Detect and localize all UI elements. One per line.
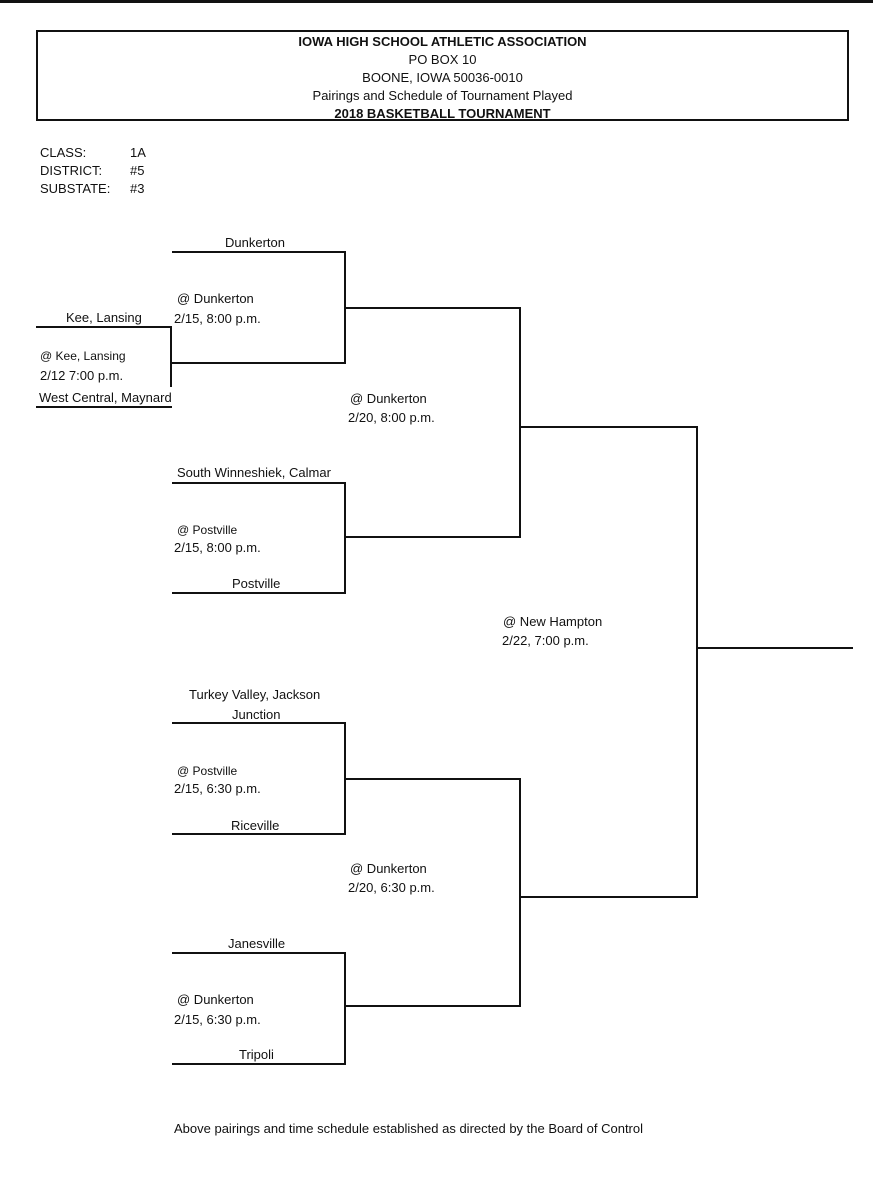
r1a-site: @ Dunkerton <box>177 291 254 306</box>
team-west-central: West Central, Maynard <box>39 390 172 405</box>
r1b-site: @ Postville <box>177 523 238 537</box>
bracket-line <box>696 647 853 649</box>
bracket-line <box>344 536 521 538</box>
class-label: CLASS: <box>40 145 87 160</box>
bracket-line <box>519 896 698 898</box>
city-line: BOONE, IOWA 50036-0010 <box>362 70 523 85</box>
bracket-line <box>172 482 346 484</box>
org-name: IOWA HIGH SCHOOL ATHLETIC ASSOCIATION <box>298 34 587 49</box>
bracket-line <box>519 778 521 1007</box>
document-header: IOWA HIGH SCHOOL ATHLETIC ASSOCIATION PO… <box>36 30 849 121</box>
bracket-line <box>172 833 346 835</box>
team-dunkerton: Dunkerton <box>225 235 285 250</box>
district-label: DISTRICT: <box>40 163 103 178</box>
top-rule <box>0 0 873 3</box>
semi-top-site: @ Dunkerton <box>350 391 427 406</box>
bracket-line <box>172 362 346 364</box>
bracket-line <box>172 592 346 594</box>
semi-top-time: 2/20, 8:00 p.m. <box>348 410 435 425</box>
bracket-line <box>172 722 346 724</box>
team-kee-lansing: Kee, Lansing <box>66 310 142 325</box>
team-turkey-valley-line2: Junction <box>232 707 281 722</box>
team-janesville: Janesville <box>228 936 286 951</box>
bracket-line <box>172 251 346 253</box>
team-riceville: Riceville <box>231 818 280 833</box>
bracket-line <box>344 482 346 594</box>
bracket-line <box>172 952 346 954</box>
substate-value: #3 <box>130 181 145 196</box>
final-time: 2/22, 7:00 p.m. <box>502 633 589 648</box>
r1d-time: 2/15, 6:30 p.m. <box>174 1012 261 1027</box>
class-value: 1A <box>130 145 146 160</box>
bracket-line <box>36 326 172 328</box>
footer-note: Above pairings and time schedule establi… <box>174 1121 644 1136</box>
prelim-site: @ Kee, Lansing <box>40 349 126 363</box>
bracket-line <box>172 1063 346 1065</box>
team-turkey-valley: Turkey Valley, Jackson <box>189 687 321 702</box>
substate-label: SUBSTATE: <box>40 181 111 196</box>
team-south-winneshiek: South Winneshiek, Calmar <box>177 465 331 480</box>
team-postville: Postville <box>232 576 281 591</box>
bracket-line <box>344 952 346 1065</box>
r1a-time: 2/15, 8:00 p.m. <box>174 311 261 326</box>
bracket-line <box>519 426 698 428</box>
r1c-site: @ Postville <box>177 764 238 778</box>
r1b-time: 2/15, 8:00 p.m. <box>174 540 261 555</box>
prelim-time: 2/12 7:00 p.m. <box>40 368 124 383</box>
tournament-title: 2018 BASKETBALL TOURNAMENT <box>334 106 551 121</box>
bracket-line <box>519 307 521 538</box>
bracket-line <box>344 778 521 780</box>
bracket-line <box>344 1005 521 1007</box>
document-subtitle: Pairings and Schedule of Tournament Play… <box>312 88 573 103</box>
semi-bottom-time: 2/20, 6:30 p.m. <box>348 880 435 895</box>
r1d-site: @ Dunkerton <box>177 992 254 1007</box>
final-site: @ New Hampton <box>503 614 603 629</box>
r1c-time: 2/15, 6:30 p.m. <box>174 781 261 796</box>
bracket-line <box>344 307 521 309</box>
team-tripoli: Tripoli <box>239 1047 274 1062</box>
semi-bottom-site: @ Dunkerton <box>350 861 427 876</box>
bracket-line <box>170 326 172 387</box>
bracket-line <box>36 406 172 408</box>
bracket-line <box>696 426 698 898</box>
district-value: #5 <box>130 163 145 178</box>
po-box: PO BOX 10 <box>408 52 477 67</box>
